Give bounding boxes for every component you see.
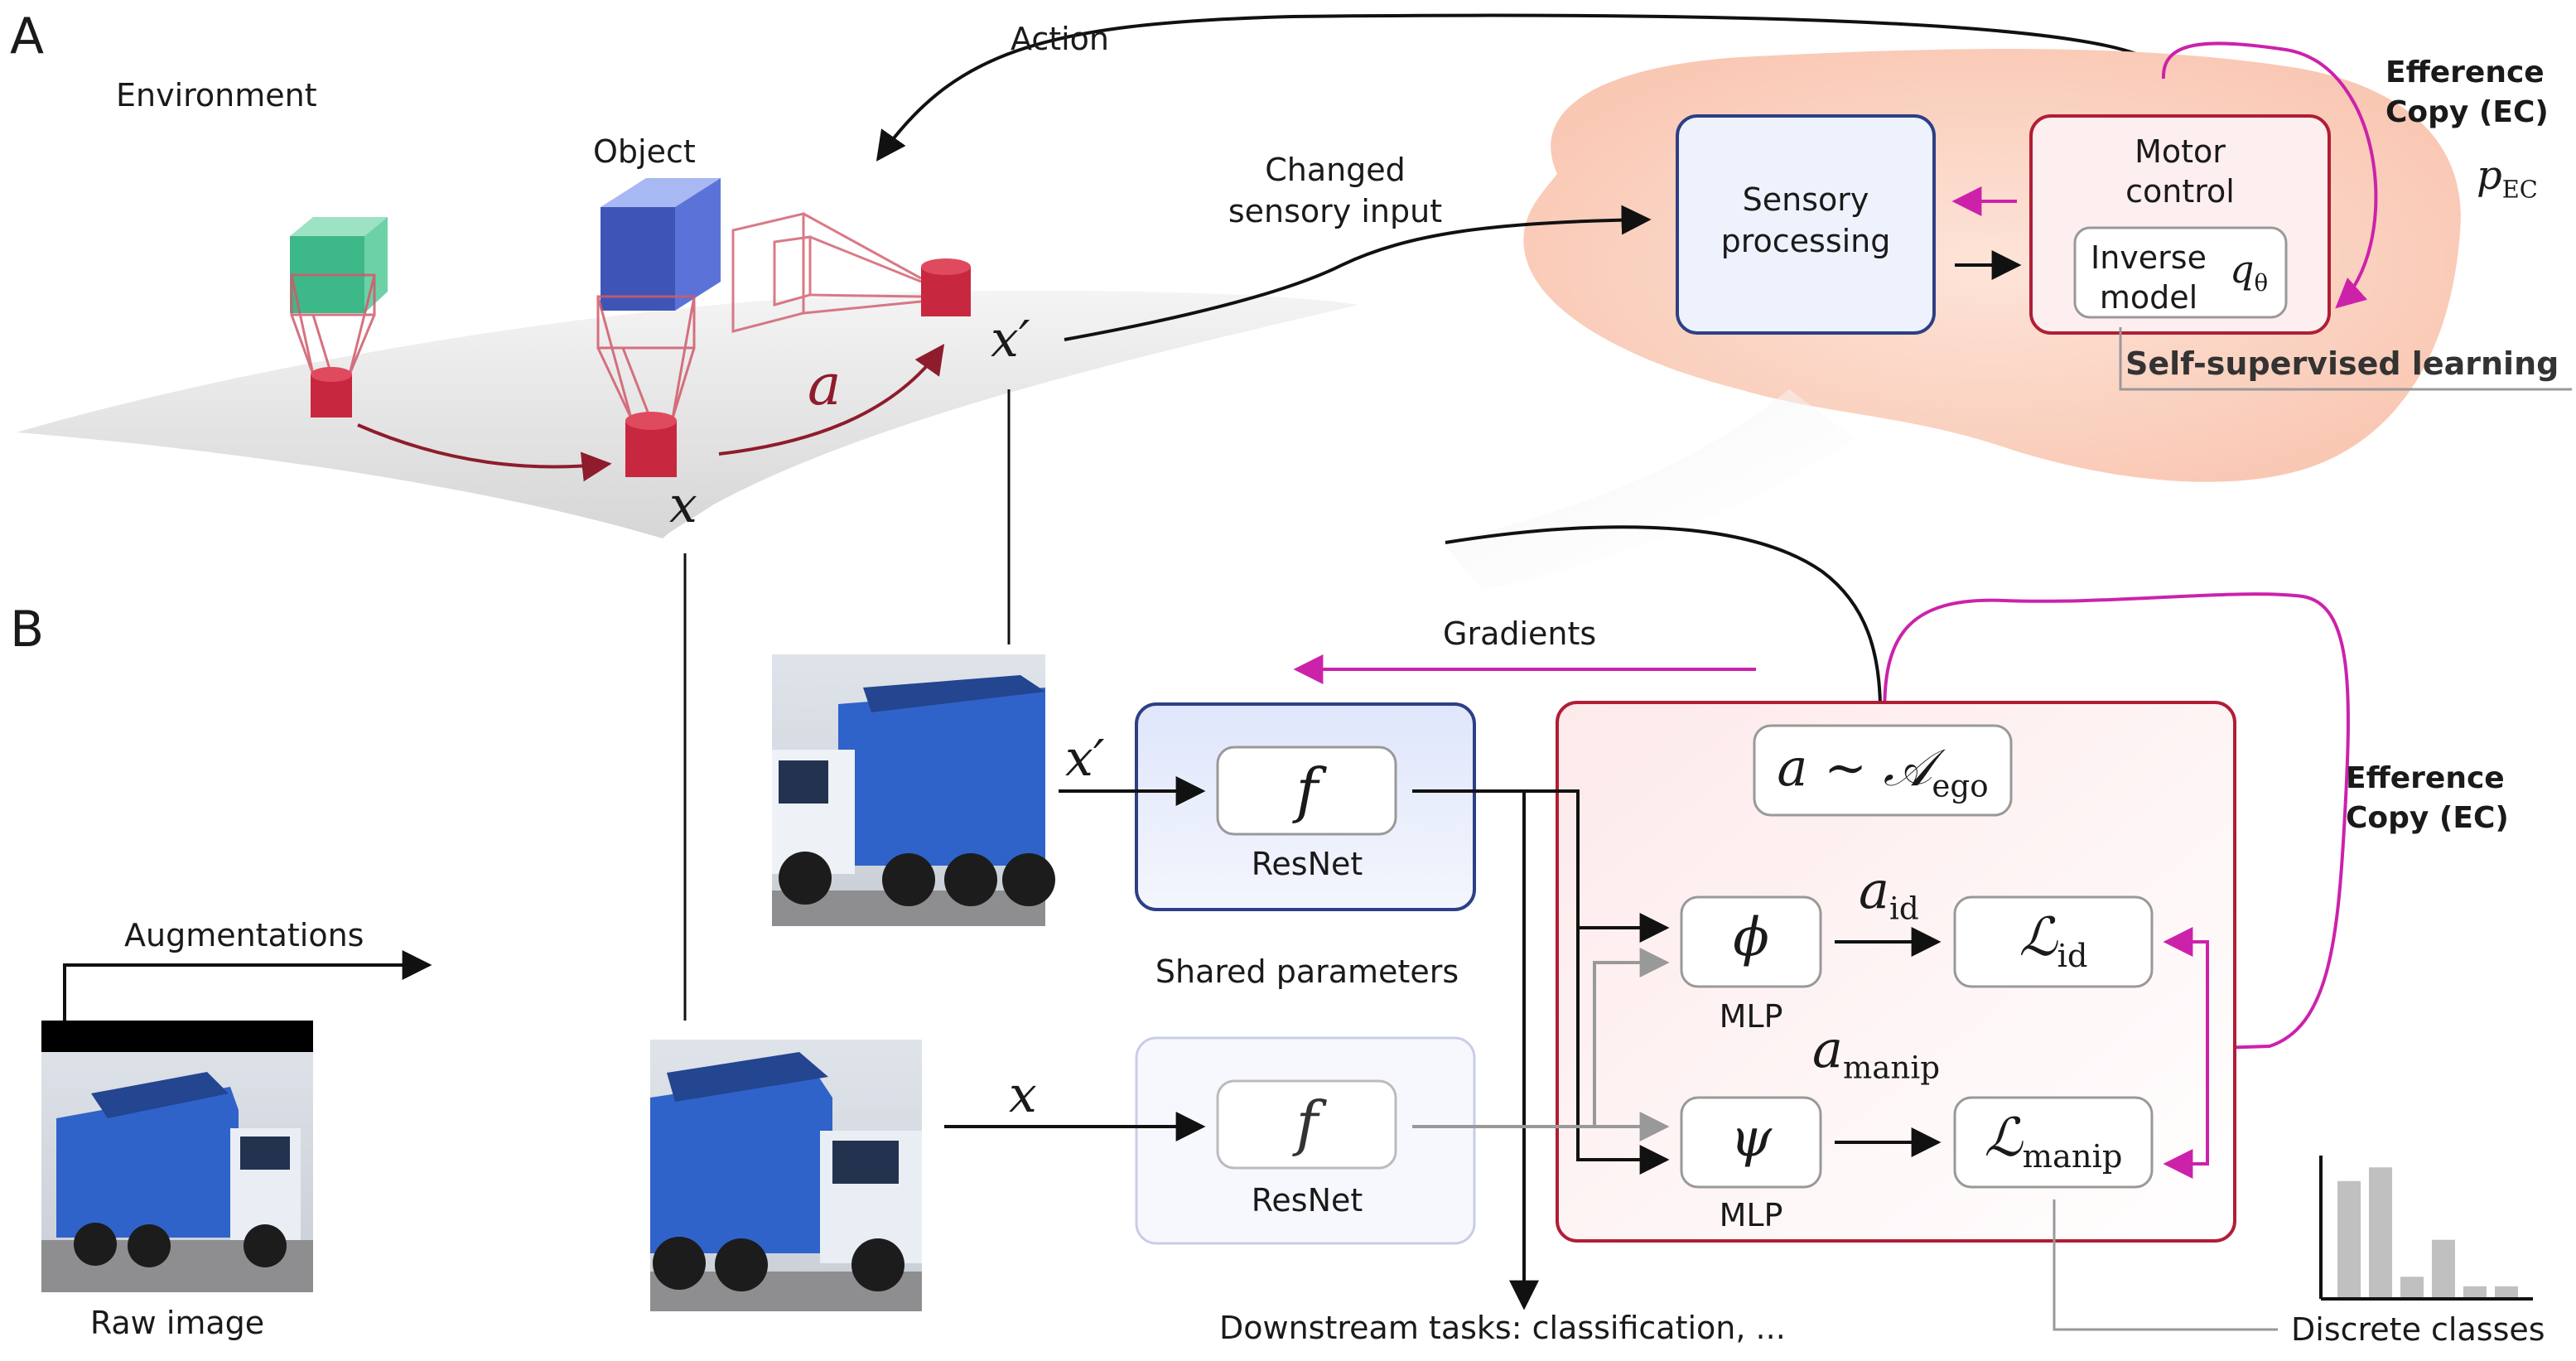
x-prime-symbol-b: x′ (1065, 730, 1105, 788)
action-arrow (876, 13, 2164, 162)
a-id-symbol: aid (1859, 860, 1919, 927)
sensory-processing-label-1: Sensory (1742, 181, 1869, 218)
inverse-model-label-1: Inverse (2091, 239, 2207, 276)
p-ec-symbol: pEC (2477, 152, 2538, 204)
camera-motion-arrow-1 (357, 423, 612, 482)
environment-floor (17, 290, 1358, 538)
panel-label-b: B (10, 601, 45, 659)
ec-to-losses-bracket (2163, 927, 2209, 1048)
motor-control-label-2: control (2125, 173, 2235, 210)
class-bar (2369, 1167, 2392, 1297)
f-symbol-bottom: f (1295, 1088, 1319, 1158)
x-symbol-a: x (669, 476, 697, 534)
projection-shadow (1441, 389, 1855, 590)
class-bar (2495, 1286, 2518, 1297)
augmented-image-x-prime (772, 654, 1055, 926)
feature-route-bottom (1412, 948, 1670, 1128)
inverse-model-label-2: model (2099, 279, 2198, 316)
class-histogram (2319, 1156, 2533, 1301)
phi-symbol: ϕ (1733, 907, 1769, 968)
self-supervised-learning-label: Self-supervised learning (2125, 345, 2559, 382)
discrete-classes-label: Discrete classes (2291, 1311, 2545, 1348)
augmentations-label: Augmentations (124, 917, 364, 953)
object-label: Object (593, 133, 696, 170)
downstream-tasks-label: Downstream tasks: classification, ... (1219, 1310, 1786, 1346)
q-theta-symbol: qθ (2230, 247, 2269, 297)
class-bar (2337, 1180, 2361, 1297)
efference-copy-label-top-2: Copy (EC) (2385, 95, 2549, 129)
camera-frustum-1 (290, 273, 376, 375)
phi-box (1680, 895, 1822, 988)
action-label: Action (1011, 21, 1110, 57)
sensory-processing-label-2: processing (1720, 223, 1891, 259)
blue-cube (601, 178, 721, 311)
panel-label-a: A (10, 7, 45, 65)
psi-symbol: ψ (1729, 1108, 1773, 1169)
loss-manip-symbol: ℒmanip (1984, 1108, 2123, 1175)
action-sample-box (1753, 724, 2013, 817)
f-symbol-top: f (1295, 755, 1319, 825)
sensory-input-arrow (1064, 205, 1652, 341)
class-bar (2463, 1286, 2487, 1297)
raw-image-truck (41, 1021, 313, 1292)
efference-copy-label-top-1: Efference (2385, 56, 2545, 89)
camera-2 (625, 412, 677, 477)
x-prime-symbol-a: x′ (991, 311, 1030, 369)
mlp-label-psi: MLP (1719, 1197, 1783, 1233)
augmentations-arrow (63, 950, 432, 1021)
loss-manip-box (1953, 1096, 2154, 1189)
ec-to-losses-bracket-2 (2163, 1048, 2209, 1179)
green-cube (290, 217, 388, 313)
f-box-top (1216, 746, 1397, 836)
action-source-curve (1445, 525, 1883, 730)
loss-id-symbol: ℒid (2019, 907, 2088, 975)
shared-parameters-label: Shared parameters (1155, 953, 1459, 990)
sensory-processing-box (1676, 114, 1936, 335)
class-bar (2432, 1239, 2455, 1297)
feature-route-top (1412, 789, 1670, 1175)
resnet-label-bottom: ResNet (1251, 1182, 1363, 1219)
discrete-classes-bracket (2053, 1199, 2278, 1331)
class-bar (2400, 1277, 2424, 1297)
efference-copy-label-bottom-1: Efference (2346, 761, 2505, 795)
camera-1 (311, 367, 352, 417)
efference-copy-label-bottom-2: Copy (EC) (2346, 801, 2509, 835)
motor-control-label-1: Motor (2135, 133, 2226, 170)
f-box-bottom (1216, 1079, 1397, 1170)
action-sample-symbol: a ∼ 𝒜ego (1777, 737, 1989, 804)
gradients-label: Gradients (1443, 615, 1597, 652)
resnet-label-top: ResNet (1251, 846, 1363, 882)
augmented-image-x (650, 1040, 922, 1311)
camera-motion-arrow-2 (718, 344, 945, 456)
raw-image-label: Raw image (89, 1305, 265, 1341)
x-symbol-b: x (1009, 1066, 1037, 1124)
changed-label: Changed (1265, 152, 1406, 188)
sensory-input-label: sensory input (1228, 193, 1443, 229)
mlp-label-phi: MLP (1719, 998, 1783, 1035)
efference-copy-arc-top (2161, 41, 2378, 309)
loss-id-box (1953, 895, 2154, 988)
a-manip-symbol: amanip (1812, 1019, 1941, 1086)
camera-frustum-2 (596, 295, 696, 419)
camera-frustum-3 (731, 212, 922, 333)
camera-3 (921, 258, 971, 316)
efference-copy-arc-bottom (1883, 592, 2350, 1050)
action-a-symbol: a (808, 353, 842, 418)
psi-box (1680, 1096, 1822, 1189)
self-supervised-bracket (2119, 327, 2572, 391)
inverse-model-box (2073, 226, 2288, 319)
environment-label: Environment (116, 77, 317, 113)
